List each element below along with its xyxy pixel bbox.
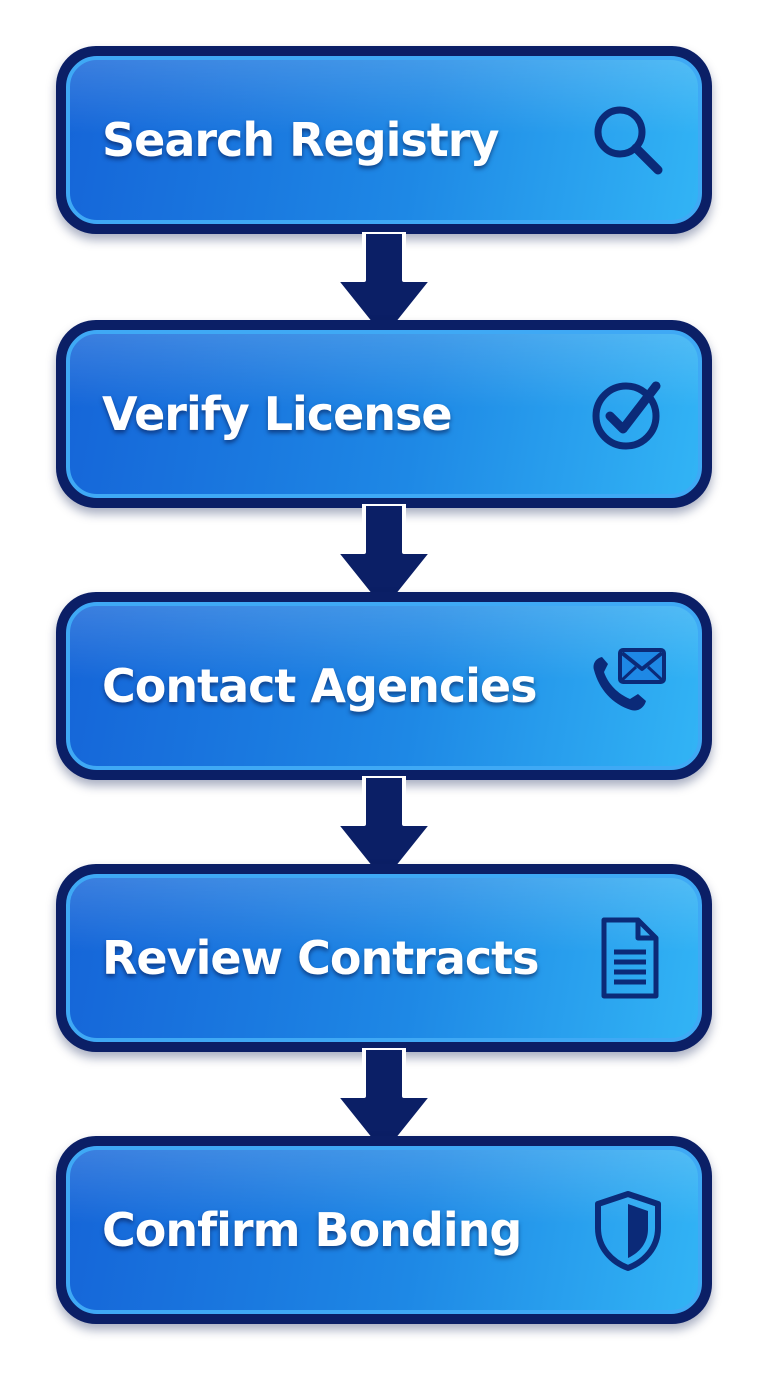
phone-envelope-icon [586,644,670,728]
flow-arrow [334,504,434,614]
step-box: Search Registry [66,56,702,224]
step-label: Search Registry [102,113,499,167]
step-box: Verify License [66,330,702,498]
step-contact-agencies: Contact Agencies [56,592,712,780]
flow-arrow [334,1048,434,1158]
step-label: Contact Agencies [102,659,537,713]
step-search-registry: Search Registry [56,46,712,234]
step-verify-license: Verify License [56,320,712,508]
document-icon [586,916,670,1000]
step-label: Review Contracts [102,931,540,985]
shield-icon [586,1188,670,1272]
step-label: Verify License [102,387,453,441]
magnifier-icon [586,98,670,182]
flow-arrow [334,776,434,886]
step-box: Confirm Bonding [66,1146,702,1314]
step-confirm-bonding: Confirm Bonding [56,1136,712,1324]
step-box: Contact Agencies [66,602,702,770]
step-label: Confirm Bonding [102,1203,522,1257]
flow-arrow [334,232,434,342]
check-circle-icon [586,372,670,456]
step-review-contracts: Review Contracts [56,864,712,1052]
step-box: Review Contracts [66,874,702,1042]
